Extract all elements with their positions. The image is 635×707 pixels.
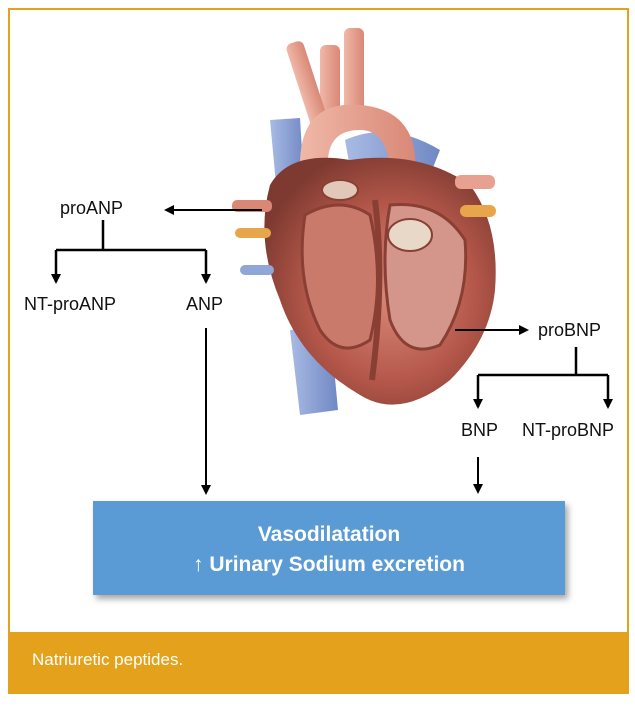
heart-illustration-icon	[232, 28, 496, 415]
label-anp: ANP	[186, 294, 223, 315]
label-bnp: BNP	[461, 420, 498, 441]
figure-caption: Natriuretic peptides.	[32, 650, 183, 670]
effect-box: Vasodilatation ↑ Urinary Sodium excretio…	[93, 501, 565, 595]
label-probnp: proBNP	[538, 320, 601, 341]
effect-vasodilatation: Vasodilatation	[93, 523, 565, 547]
label-nt-proanp: NT-proANP	[24, 294, 116, 315]
label-nt-probnp: NT-proBNP	[522, 420, 614, 441]
caption-bar: Natriuretic peptides.	[8, 632, 629, 694]
effect-urinary-sodium: ↑ Urinary Sodium excretion	[93, 553, 565, 577]
label-proanp: proANP	[60, 198, 123, 219]
